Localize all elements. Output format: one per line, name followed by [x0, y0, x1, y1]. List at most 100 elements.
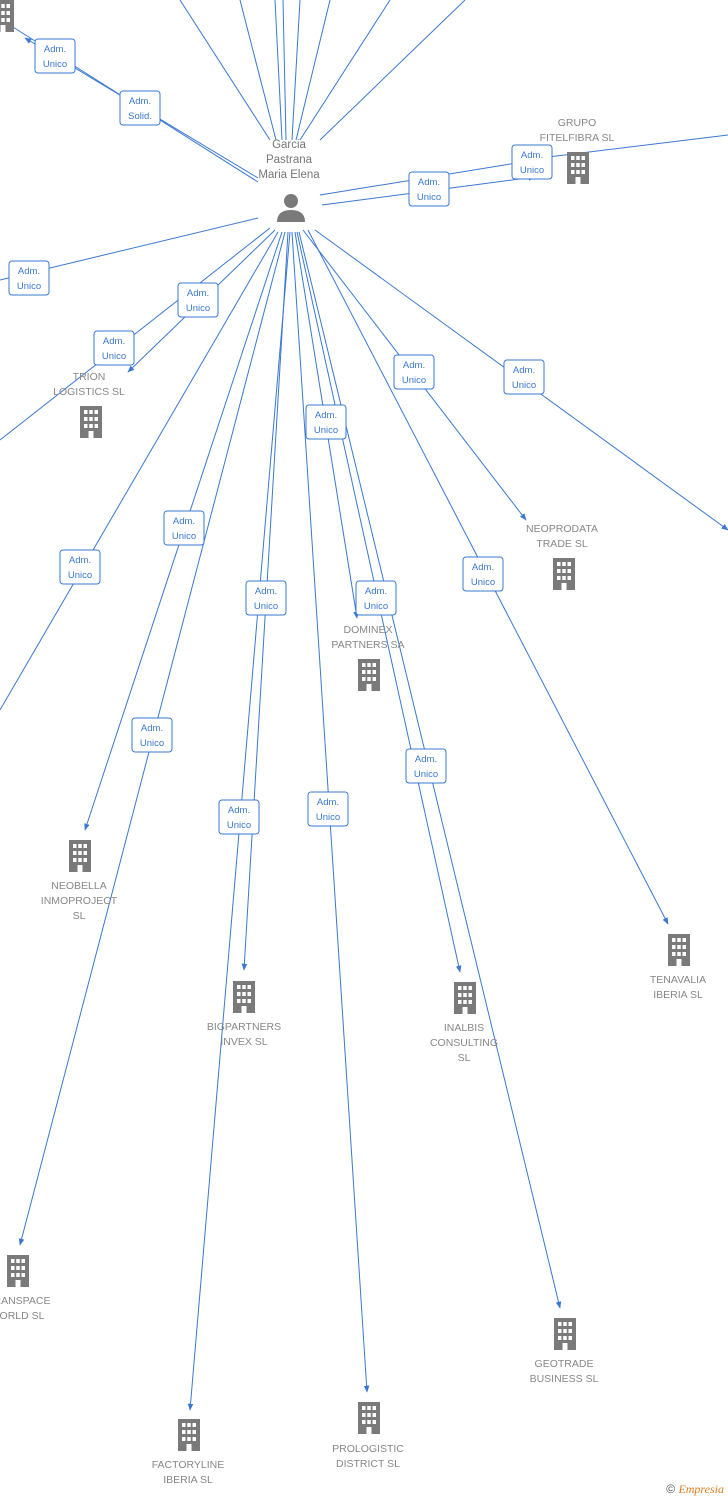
- role-badge[interactable]: Adm. Unico: [408, 171, 450, 207]
- company-name-line: FITELFIBRA SL: [540, 132, 615, 144]
- role-label: Adm.: [173, 516, 195, 527]
- company-name-line: BIGPARTNERS: [207, 1021, 281, 1033]
- role-label: Unico: [254, 601, 278, 612]
- role-label: Unico: [520, 165, 544, 176]
- company-node-transpace[interactable]: RANSPACEORLD SL: [0, 1255, 51, 1322]
- building-icon: [69, 840, 91, 872]
- edges-layer: [0, 0, 728, 1411]
- relation-edge: [239, 0, 277, 141]
- relation-edge: [179, 0, 271, 141]
- roles-layer: Adm.UnicoAdm.Solid.Adm.UnicoAdm.UnicoAdm…: [8, 38, 553, 835]
- company-node-prologistic[interactable]: PROLOGISTIC DISTRICT SL: [332, 1402, 404, 1470]
- role-label: Unico: [402, 375, 426, 386]
- relation-edge: [299, 0, 391, 141]
- building-icon: [0, 0, 14, 32]
- role-label: Unico: [68, 570, 92, 581]
- company-name-line: TRION: [73, 371, 106, 383]
- role-label: Unico: [314, 425, 338, 436]
- role-label: Unico: [316, 812, 340, 823]
- role-label: Adm.: [141, 723, 163, 734]
- role-label: Adm.: [187, 288, 209, 299]
- role-badge[interactable]: Adm. Unico: [393, 354, 435, 390]
- role-label: Unico: [140, 738, 164, 749]
- role-label: Adm.: [315, 410, 337, 421]
- relation-edge: [282, 0, 287, 141]
- company-name-line: INVEX SL: [220, 1036, 267, 1048]
- building-icon: [553, 558, 575, 590]
- company-name-line: SL: [73, 910, 86, 922]
- role-badge[interactable]: Adm.Unico: [355, 580, 397, 616]
- building-icon: [178, 1419, 200, 1451]
- role-label: Unico: [17, 281, 41, 292]
- role-label: Adm.: [69, 555, 91, 566]
- relation-edge: [291, 0, 301, 141]
- role-label: Adm.: [317, 797, 339, 808]
- company-name-line: RANSPACE: [0, 1295, 51, 1307]
- company-name-line: NEOPRODATA: [526, 523, 598, 535]
- company-name-line: CONSULTING: [430, 1037, 498, 1049]
- role-label: Adm.: [521, 150, 543, 161]
- role-badge[interactable]: Adm.Unico: [503, 359, 545, 395]
- role-label: Unico: [43, 59, 67, 70]
- role-badge[interactable]: Adm. Unico: [305, 404, 347, 440]
- person-name-line: Pastrana: [266, 154, 313, 166]
- company-name-line: DISTRICT SL: [336, 1458, 400, 1470]
- role-badge[interactable]: Adm. Unico: [307, 791, 349, 827]
- company-name-line: PROLOGISTIC: [332, 1443, 404, 1455]
- relation-edge: [319, 0, 466, 141]
- role-badge[interactable]: Adm. Unico: [131, 717, 173, 753]
- role-label: Adm.: [255, 586, 277, 597]
- role-label: Unico: [364, 601, 388, 612]
- role-badge[interactable]: Adm.Unico: [34, 38, 76, 74]
- role-label: Unico: [512, 380, 536, 391]
- building-icon: [80, 406, 102, 438]
- company-name-line: INALBIS: [444, 1022, 484, 1034]
- role-badge[interactable]: Adm. Unico: [59, 549, 101, 585]
- role-badge[interactable]: Adm. Unico: [163, 510, 205, 546]
- relation-edge: [295, 0, 331, 141]
- company-name-line: PARTNERS SA: [331, 639, 404, 651]
- role-badge[interactable]: Adm. Unico: [511, 144, 553, 180]
- brand-name[interactable]: Empresia: [678, 1482, 724, 1496]
- role-badge[interactable]: Adm. Unico: [93, 330, 135, 366]
- footer-credit: © Empresia: [666, 1482, 724, 1497]
- role-label: Unico: [414, 769, 438, 780]
- company-name-line: IBERIA SL: [653, 989, 703, 1001]
- role-badge[interactable]: Adm. Unico: [218, 799, 260, 835]
- role-badge[interactable]: Adm. Unico: [8, 260, 50, 296]
- role-label: Adm.: [103, 336, 125, 347]
- role-label: Unico: [102, 351, 126, 362]
- role-badge[interactable]: Adm.Unico: [177, 282, 219, 318]
- role-badge[interactable]: Adm. Unico: [245, 580, 287, 616]
- role-badge[interactable]: Adm. Solid.: [119, 90, 161, 126]
- company-name-line: GEOTRADE: [535, 1358, 594, 1370]
- role-label: Adm.: [418, 177, 440, 188]
- role-label: Unico: [172, 531, 196, 542]
- role-label: Solid.: [128, 111, 152, 122]
- role-label: Unico: [227, 820, 251, 831]
- relation-edge: [274, 0, 283, 141]
- person-name-line: Garcia: [272, 139, 306, 151]
- company-node-bigpartners[interactable]: BIGPARTNERS INVEX SL: [207, 981, 281, 1048]
- role-badge[interactable]: Adm.Unico: [462, 556, 504, 592]
- role-label: Adm.: [228, 805, 250, 816]
- role-badge[interactable]: Adm.Unico: [405, 748, 447, 784]
- role-label: Unico: [417, 192, 441, 203]
- role-label: Adm.: [403, 360, 425, 371]
- role-label: Adm.: [18, 266, 40, 277]
- company-node-offtop[interactable]: [0, 0, 14, 32]
- role-label: Adm.: [129, 96, 151, 107]
- relation-edge: [0, 231, 279, 711]
